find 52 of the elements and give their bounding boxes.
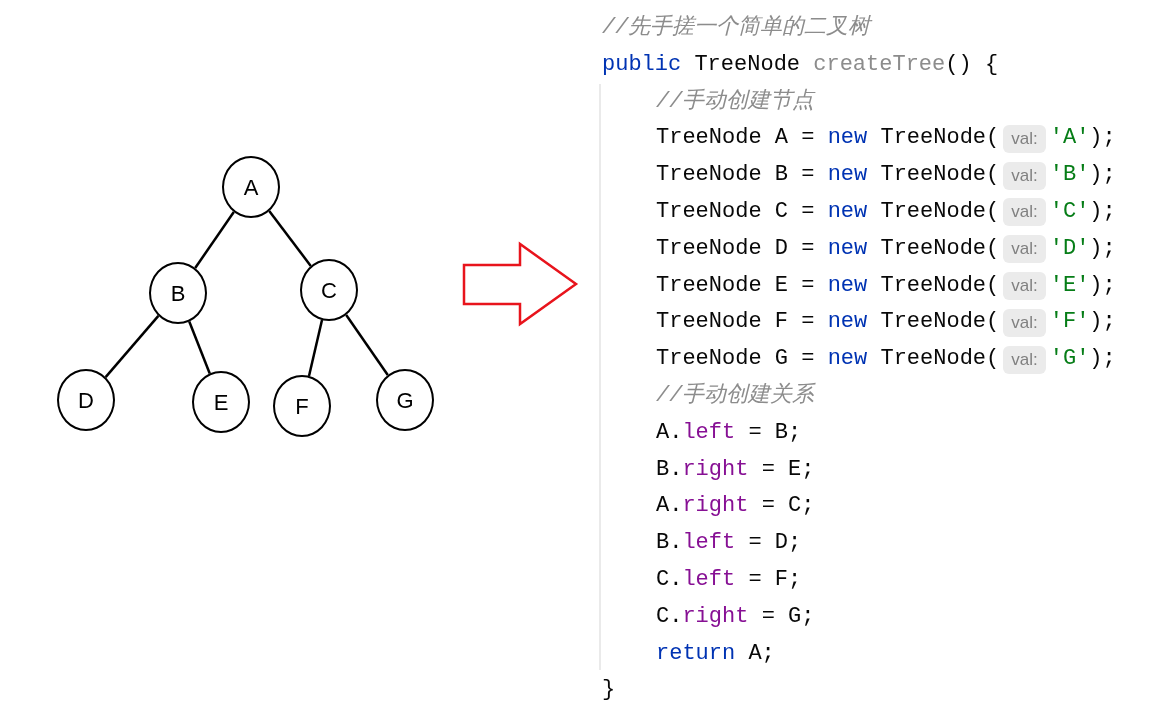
tree-node-circle [222, 156, 280, 218]
parameter-hint: val: [1003, 308, 1046, 337]
node-letter: B [170, 279, 186, 308]
code-text: return A; [656, 639, 775, 668]
code-comment: //先手搓一个简单的二叉树 [602, 14, 871, 42]
code-text: TreeNode A = new TreeNode( [656, 124, 1000, 153]
tree-edge [194, 211, 235, 269]
code-text: C.left = F; [656, 565, 802, 594]
code-text: B.left = D; [656, 529, 802, 558]
parameter-hint: val: [1003, 235, 1046, 264]
tree-edge [307, 319, 324, 377]
code-text: B.right = E; [656, 455, 815, 484]
tree-edge [188, 321, 211, 374]
tree-edge [104, 315, 160, 378]
code-comment: //手动创建节点 [656, 87, 815, 116]
code-text: 'C'); [1049, 198, 1116, 226]
code-text: } [602, 676, 616, 705]
code-text: TreeNode F = new TreeNode( [656, 308, 1000, 337]
code-text: TreeNode C = new TreeNode( [656, 198, 1000, 226]
code-text: public TreeNode createTree() { [602, 50, 999, 79]
tree-node-circle [192, 371, 250, 433]
parameter-hint: val: [1003, 345, 1046, 374]
node-letter: G [396, 386, 414, 415]
code-text: 'G'); [1049, 345, 1116, 374]
node-letter: E [213, 388, 229, 417]
code-text: TreeNode G = new TreeNode( [656, 345, 1000, 374]
code-text: 'D'); [1049, 234, 1116, 263]
code-text: 'B'); [1049, 161, 1116, 190]
tree-node-circle [149, 262, 207, 324]
parameter-hint: val: [1003, 161, 1046, 190]
code-text: 'A'); [1049, 124, 1116, 153]
code-text: 'F'); [1049, 308, 1116, 337]
parameter-hint: val: [1003, 198, 1046, 227]
node-letter: F [295, 392, 309, 421]
tree-edge [268, 210, 312, 267]
tree-node-circle [57, 369, 115, 431]
tree-node-circle [376, 369, 434, 431]
tree-node-circle [300, 259, 358, 321]
code-text: TreeNode B = new TreeNode( [656, 161, 1000, 190]
code-text: A.left = B; [656, 418, 802, 447]
code-comment: //手动创建关系 [656, 381, 815, 410]
parameter-hint: val: [1003, 271, 1046, 300]
node-letter: C [321, 276, 337, 305]
code-text: TreeNode E = new TreeNode( [656, 271, 1000, 300]
node-letter: D [78, 386, 94, 415]
tree-edge [345, 314, 389, 376]
code-text: C.right = G; [656, 602, 815, 631]
code-text: TreeNode D = new TreeNode( [656, 234, 1000, 263]
code-text: A.right = C; [656, 492, 815, 521]
node-letter: A [243, 173, 259, 202]
parameter-hint: val: [1003, 124, 1046, 153]
code-text: 'E'); [1049, 271, 1116, 300]
